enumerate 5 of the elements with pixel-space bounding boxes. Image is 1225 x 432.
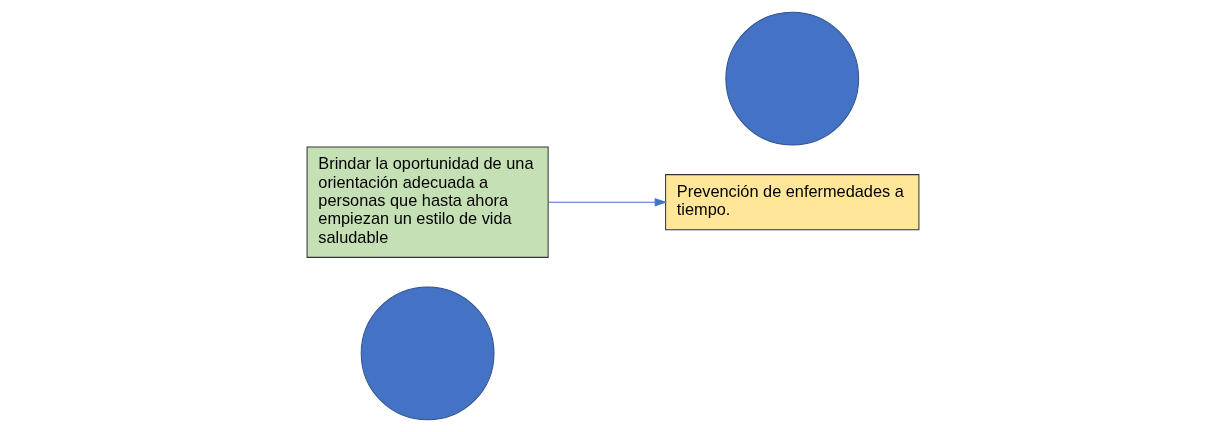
node-circle	[724, 11, 859, 146]
node-box: Brindar la oportunidad de una orientación adecuada a personas que hasta ahora empiezan un estilo de vida saludable	[306, 146, 549, 258]
node-box: Prevención de enfermedades a tiempo.	[664, 174, 919, 231]
node-circle	[360, 286, 494, 421]
arrow	[547, 197, 667, 207]
